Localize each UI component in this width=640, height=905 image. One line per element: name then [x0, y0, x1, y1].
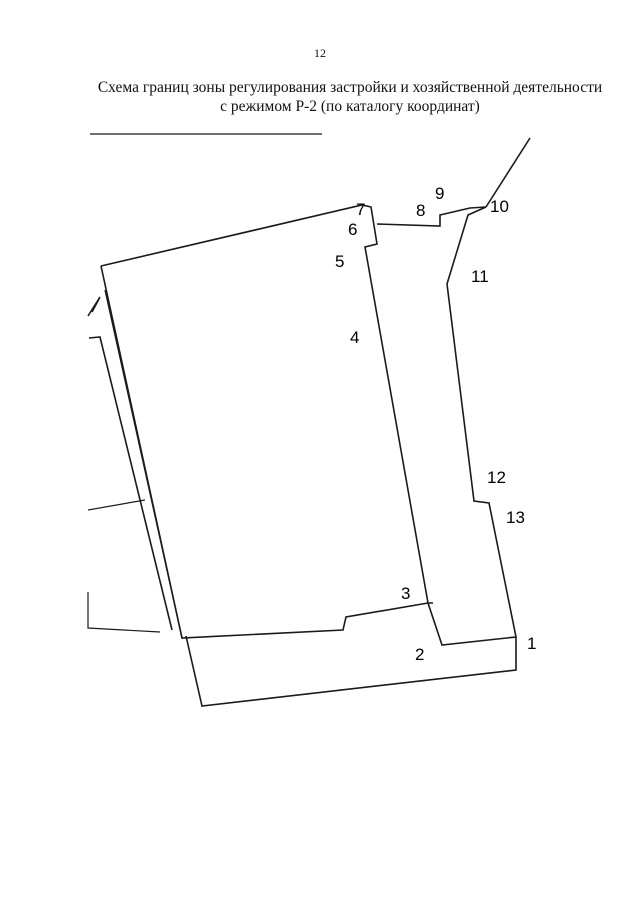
title-line-1: Схема границ зоны регулирования застройк… [97, 79, 603, 96]
point-label-10: 10 [490, 197, 509, 216]
point-label-4: 4 [350, 328, 359, 347]
adjacent-building-left [88, 336, 173, 631]
title-line-2: с режимом Р-2 (по каталогу координат) [220, 98, 480, 115]
page-title: Схема границ зоны регулирования застройк… [60, 78, 640, 116]
building-outline [100, 204, 429, 639]
point-label-8: 8 [416, 201, 425, 220]
point-label-11: 11 [471, 267, 489, 286]
point-label-2: 2 [415, 645, 424, 664]
point-label-12: 12 [487, 468, 506, 487]
point-label-5: 5 [335, 252, 344, 271]
point-label-7: 7 [356, 200, 365, 219]
page-number: 12 [314, 46, 326, 60]
adjacent-fence-left [87, 592, 161, 633]
adjacent-tick-left [87, 296, 101, 317]
boundary-extension [485, 137, 531, 208]
lower-parcel [185, 635, 517, 707]
point-label-1: 1 [527, 634, 536, 653]
point-label-6: 6 [348, 220, 357, 239]
point-labels: 1 2 3 4 5 6 7 8 9 10 11 12 13 [335, 184, 536, 664]
point-label-3: 3 [401, 584, 410, 603]
point-label-9: 9 [435, 184, 444, 203]
adjacent-wall-left [104, 289, 183, 639]
adjacent-line-left [87, 499, 146, 511]
zone-boundary [376, 206, 517, 646]
point-label-13: 13 [506, 508, 525, 527]
